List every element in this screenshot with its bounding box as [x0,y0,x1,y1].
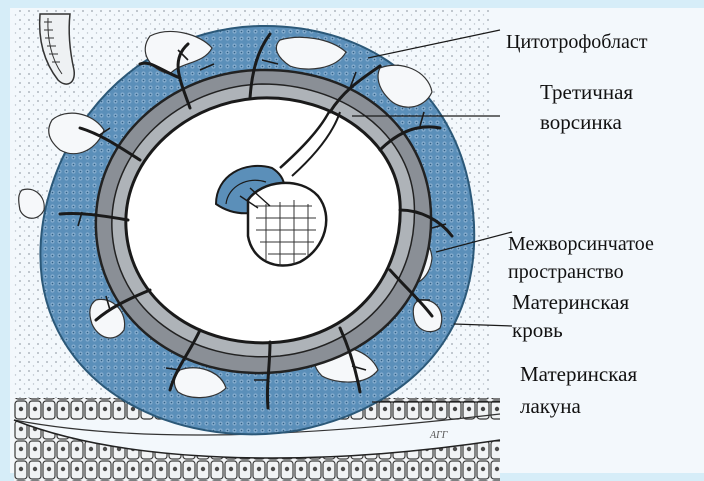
artist-signature: АГГ [430,424,448,448]
label-maternal-lacuna-line2: лакуна [520,394,581,418]
label-maternal-lacuna-line1: Материнская [520,362,637,386]
label-intervillous-line2: пространство [508,260,624,284]
label-maternal-blood-line1: Материнская [512,290,629,314]
label-tertiary-villus-line1: Третичная [540,80,633,104]
label-maternal-blood-line2: кровь [512,318,563,342]
label-tertiary-villus-line2: ворсинка [540,110,622,134]
label-intervillous-line1: Межворсинчатое [508,232,654,256]
label-cytotrophoblast: Цитотрофобласт [506,30,647,54]
